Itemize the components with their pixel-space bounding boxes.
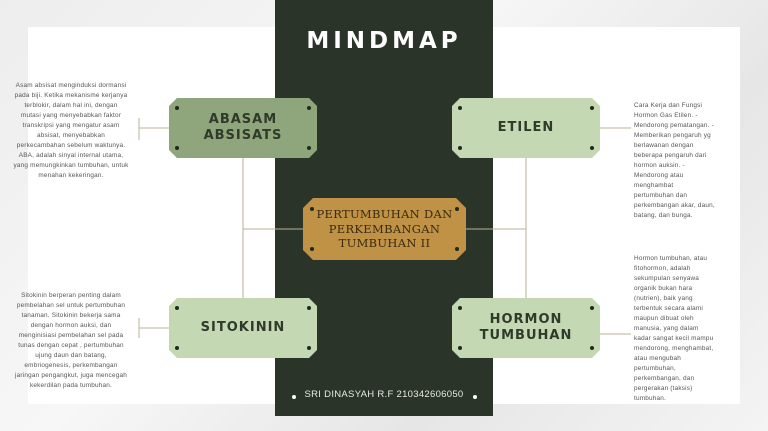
rivet-icon	[455, 247, 459, 251]
rivet-icon	[458, 146, 462, 150]
node-sitokinin[interactable]: SITOKININ	[169, 298, 317, 358]
node-hormon-label: HORMON TUMBUHAN	[479, 312, 573, 343]
page-title: MINDMAP	[306, 28, 462, 54]
rivet-icon	[455, 207, 459, 211]
rivet-icon	[458, 306, 462, 310]
rivet-icon	[175, 106, 179, 110]
rivet-icon	[590, 106, 594, 110]
abasam-description: Asam absisat menginduksi dormansi pada b…	[13, 82, 129, 179]
rivet-icon	[310, 207, 314, 211]
node-etilen[interactable]: ETILEN	[452, 98, 600, 158]
rivet-icon	[307, 106, 311, 110]
node-center-topic[interactable]: PERTUMBUHAN DAN PERKEMBANGAN TUMBUHAN II	[303, 198, 466, 260]
sitokinin-description: Sitokinin berperan penting dalam pembela…	[15, 292, 127, 389]
rivet-icon	[175, 306, 179, 310]
node-sitokinin-label: SITOKININ	[200, 320, 286, 335]
decorative-dot-icon	[473, 395, 477, 399]
node-abasam-label: ABASAM ABSISATS	[203, 112, 283, 143]
decorative-dot-icon	[292, 395, 296, 399]
rivet-icon	[307, 306, 311, 310]
node-etilen-label: ETILEN	[497, 120, 555, 135]
hormon-description: Hormon tumbuhan, atau fitohormon, adalah…	[634, 255, 714, 402]
node-hormon-tumbuhan[interactable]: HORMON TUMBUHAN	[452, 298, 600, 358]
rivet-icon	[307, 146, 311, 150]
center-topic-label: PERTUMBUHAN DAN PERKEMBANGAN TUMBUHAN II	[316, 207, 453, 251]
node-abasam-absisats[interactable]: ABASAM ABSISATS	[169, 98, 317, 158]
rivet-icon	[590, 146, 594, 150]
author-credit: SRI DINASYAH R.F 210342606050	[304, 389, 464, 400]
etilen-description: Cara Kerja dan Fungsi Hormon Gas Etilen.…	[634, 102, 715, 219]
rivet-icon	[175, 146, 179, 150]
rivet-icon	[310, 247, 314, 251]
rivet-icon	[175, 346, 179, 350]
rivet-icon	[307, 346, 311, 350]
rivet-icon	[458, 106, 462, 110]
rivet-icon	[458, 346, 462, 350]
rivet-icon	[590, 306, 594, 310]
rivet-icon	[590, 346, 594, 350]
